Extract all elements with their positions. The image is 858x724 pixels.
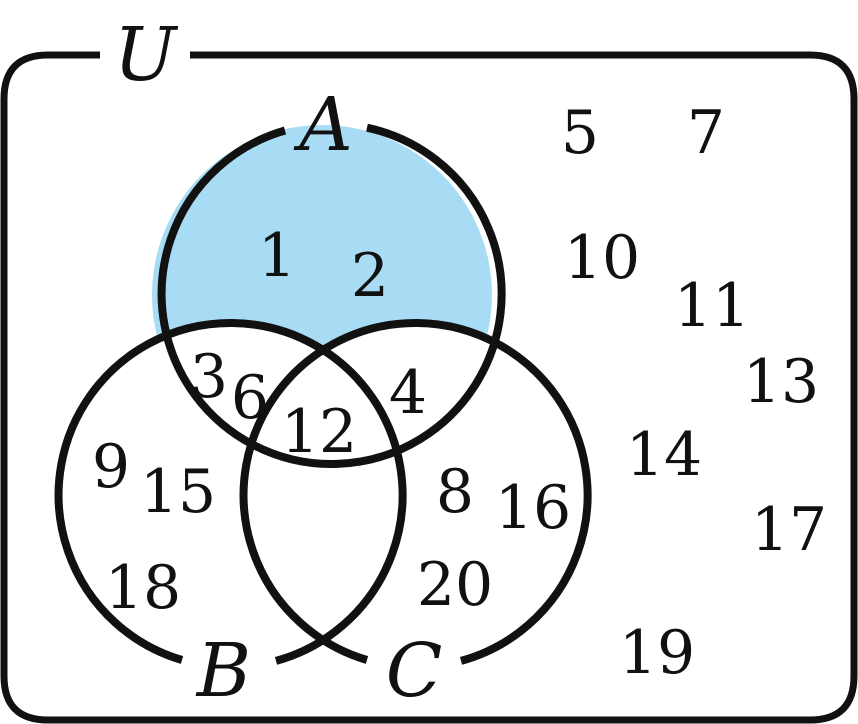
- universe-label: U: [114, 12, 179, 98]
- set-c-circle: [239, 319, 592, 665]
- element-label: 9: [92, 432, 130, 502]
- element-label: 17: [751, 495, 827, 565]
- set-b-circle: [54, 319, 407, 665]
- element-label: 15: [140, 457, 216, 527]
- element-label: 1: [258, 221, 296, 291]
- element-label: 19: [619, 618, 695, 688]
- element-label: 10: [564, 223, 640, 293]
- element-label: 18: [105, 553, 181, 623]
- element-label: 5: [561, 98, 599, 168]
- element-label: 11: [674, 271, 750, 341]
- set-a-label: A: [293, 82, 352, 168]
- element-label: 7: [687, 98, 725, 168]
- element-label: 12: [281, 397, 357, 467]
- set-a-circle: [157, 123, 506, 468]
- element-label: 13: [743, 347, 819, 417]
- element-label: 20: [417, 550, 493, 620]
- element-label: 3: [190, 342, 228, 412]
- element-label: 16: [495, 473, 571, 543]
- universe-boundary: [0, 51, 858, 724]
- shaded-region-a-only: [152, 125, 492, 465]
- element-label: 4: [389, 358, 427, 428]
- element-label: 8: [436, 457, 474, 527]
- set-c-label: C: [386, 628, 443, 714]
- set-b-label: B: [195, 628, 251, 714]
- element-label: 2: [351, 241, 389, 311]
- element-label: 14: [626, 420, 702, 490]
- element-label: 6: [231, 363, 269, 433]
